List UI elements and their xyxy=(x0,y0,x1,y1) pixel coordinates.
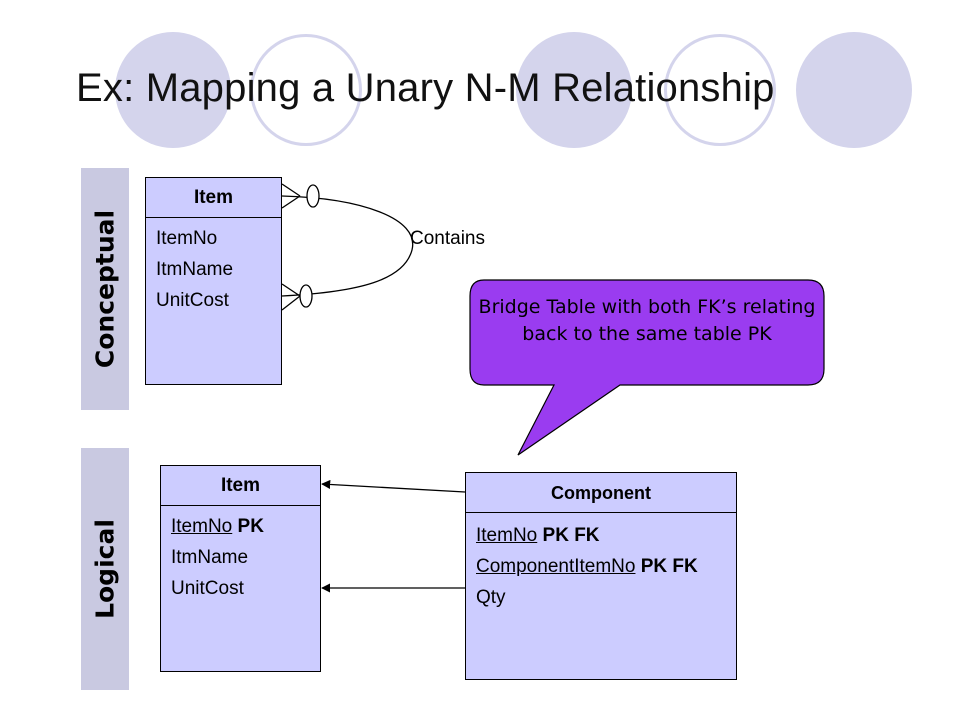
decor-circle xyxy=(516,32,632,148)
logical-label: Logical xyxy=(81,448,129,690)
fk-arrow-itemno xyxy=(321,479,466,493)
slide-title: Ex: Mapping a Unary N-M Relationship xyxy=(76,66,775,110)
relationship-loop xyxy=(281,195,414,297)
component-col-itemno: ItemNo PK FK xyxy=(476,525,600,546)
callout-bubble xyxy=(469,279,825,456)
attr-itemno: ItemNo xyxy=(156,228,218,249)
pk-fk-marker: PK FK xyxy=(640,556,698,577)
callout-text: Bridge Table with both FK’s relating bac… xyxy=(478,296,816,345)
item-table-name: Item xyxy=(161,466,320,506)
decor-circle xyxy=(115,32,231,148)
crows-foot-lower xyxy=(281,283,313,311)
item-col-unitcost: UnitCost xyxy=(171,578,244,599)
logical-item-table: Item ItemNo PK ItmName UnitCost xyxy=(160,465,321,672)
component-table-name: Component xyxy=(466,473,736,513)
item-col-itmname: ItmName xyxy=(171,547,249,568)
conceptual-entity-name: Item xyxy=(146,178,281,218)
conceptual-item-entity: Item ItemNo ItmName UnitCost xyxy=(145,177,282,385)
crows-foot-upper xyxy=(281,183,320,209)
decor-circle xyxy=(664,34,776,146)
component-col-componentitemno: ComponentItemNo PK FK xyxy=(476,556,698,577)
logical-component-table: Component ItemNo PK FK ComponentItemNo P… xyxy=(465,472,737,680)
relationship-name: Contains xyxy=(410,228,485,249)
attr-unitcost: UnitCost xyxy=(156,290,229,311)
pk-marker: PK xyxy=(237,516,264,537)
decor-circle xyxy=(796,32,912,148)
item-col-itemno: ItemNo PK xyxy=(171,516,264,537)
conceptual-label: Conceptual xyxy=(81,168,129,410)
pk-fk-marker: PK FK xyxy=(542,525,600,546)
component-col-qty: Qty xyxy=(476,587,506,608)
attr-itmname: ItmName xyxy=(156,259,234,280)
decor-circle xyxy=(250,34,362,146)
